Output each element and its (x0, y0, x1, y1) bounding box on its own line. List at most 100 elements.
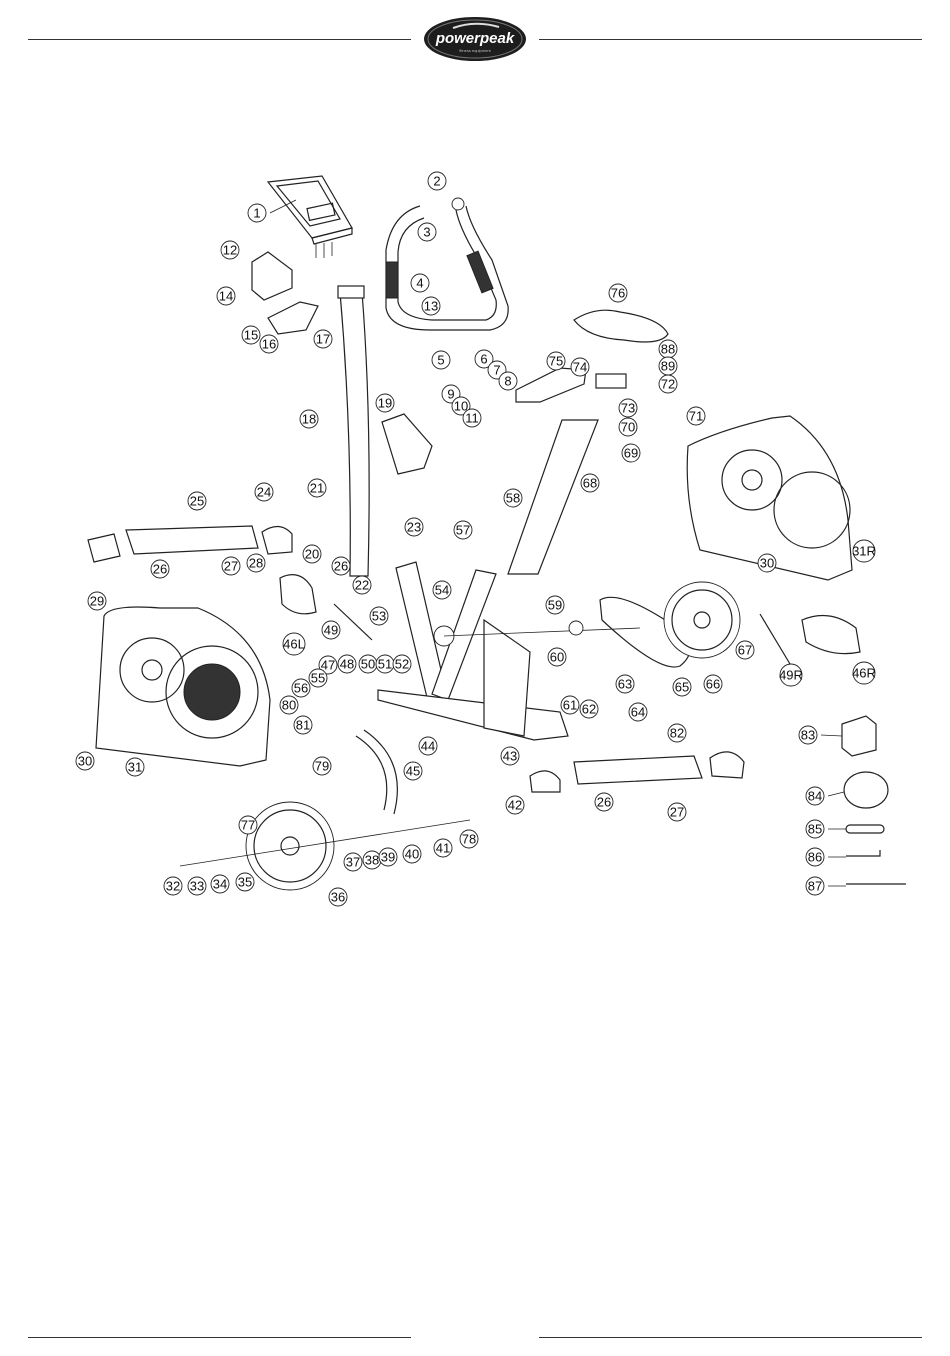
part-number: 1 (253, 206, 260, 221)
part-number: 79 (315, 759, 329, 774)
part-number: 63 (618, 677, 632, 692)
part-number: 57 (456, 523, 470, 538)
part-callout: 87 (805, 876, 825, 896)
callout-circle (125, 757, 145, 777)
callout-circle (459, 829, 479, 849)
part-callout: 43 (500, 746, 520, 766)
part-number: 78 (462, 832, 476, 847)
part-callout: 48 (337, 654, 357, 674)
part-callout: 65 (672, 677, 692, 697)
part-callout: 21 (307, 478, 327, 498)
part-number: 58 (506, 491, 520, 506)
part-callout: 60 (547, 647, 567, 667)
part-callout: 75 (546, 351, 566, 371)
part-number: 49 (324, 623, 338, 638)
part-callout: 28 (246, 553, 266, 573)
callout-circle (498, 371, 518, 391)
right-pedal (801, 614, 861, 655)
callout-circle (451, 396, 471, 416)
part-callout: 34 (210, 874, 230, 894)
callout-circle (246, 553, 266, 573)
callout-circle (547, 647, 567, 667)
part-number: 36 (331, 890, 345, 905)
part-callout: 14 (216, 286, 236, 306)
callout-circle (453, 520, 473, 540)
part-number: 52 (395, 657, 409, 672)
part-callout: 40 (402, 844, 422, 864)
callout-circle (432, 580, 452, 600)
part-number: 21 (310, 481, 324, 496)
part-callout: 10 (451, 396, 471, 416)
part-callout: 35 (235, 872, 255, 892)
callout-circle (621, 443, 641, 463)
part-callout: 44 (418, 736, 438, 756)
callout-circle (852, 661, 876, 685)
callout-circle (618, 398, 638, 418)
part-callout: 26 (331, 556, 351, 576)
callout-circle (608, 283, 628, 303)
part-callout: 81 (293, 715, 313, 735)
callout-circle (594, 792, 614, 812)
callout-circle (546, 351, 566, 371)
callout-circle (392, 654, 412, 674)
callout-circle (672, 677, 692, 697)
part-number: 30 (78, 754, 92, 769)
console (266, 175, 353, 258)
part-callout: 68 (580, 473, 600, 493)
callout-circle (293, 715, 313, 735)
callout-circle (503, 488, 523, 508)
part-number: 80 (282, 698, 296, 713)
part-number: 47 (321, 658, 335, 673)
part-number: 69 (624, 446, 638, 461)
callout-circle (500, 746, 520, 766)
footer-rule-left (28, 1337, 411, 1338)
part-callout: 77 (238, 815, 258, 835)
part-callout: 49 (321, 620, 341, 640)
part-number: 68 (583, 476, 597, 491)
part-number: 7 (493, 363, 500, 378)
hardware-box (841, 715, 877, 757)
part-number: 30 (760, 556, 774, 571)
callout-circle (615, 674, 635, 694)
front-shroud (381, 413, 433, 475)
part-callout: 62 (579, 699, 599, 719)
part-callout: 37 (343, 852, 363, 872)
callout-circle (805, 876, 825, 896)
part-callout: 18 (299, 409, 319, 429)
handlebar-mount (267, 301, 319, 335)
callout-circle (241, 325, 261, 345)
part-callout: 83 (798, 725, 818, 745)
callout-circle (703, 674, 723, 694)
part-number: 46L (283, 637, 305, 652)
part-number: 11 (465, 411, 479, 426)
callout-circle (210, 874, 230, 894)
callout-circle (238, 815, 258, 835)
part-number: 23 (407, 520, 421, 535)
part-callout: 70 (618, 417, 638, 437)
callout-circle (852, 539, 876, 563)
part-callout: 25 (187, 491, 207, 511)
part-number: 31R (852, 544, 876, 559)
part-callout: 6 (474, 349, 494, 369)
callout-circle (259, 334, 279, 354)
part-number: 56 (294, 681, 308, 696)
part-number: 43 (503, 749, 517, 764)
part-number: 6 (480, 352, 487, 367)
part-callout: 20 (302, 544, 322, 564)
part-callout: 39 (378, 847, 398, 867)
flywheel (245, 801, 335, 891)
part-callout: 80 (279, 695, 299, 715)
part-number: 35 (238, 875, 252, 890)
diagram-drawing (87, 175, 906, 891)
part-callout: 32 (163, 876, 183, 896)
logo-wordmark: powerpeak (435, 30, 515, 47)
part-number: 33 (190, 879, 204, 894)
part-callout: 31 (125, 757, 145, 777)
part-callout: 71 (686, 406, 706, 426)
callout-circle (369, 606, 389, 626)
callout-circle (628, 702, 648, 722)
part-number: 2 (433, 174, 440, 189)
part-callout: 78 (459, 829, 479, 849)
callout-circle (328, 887, 348, 907)
part-callout: 23 (404, 517, 424, 537)
